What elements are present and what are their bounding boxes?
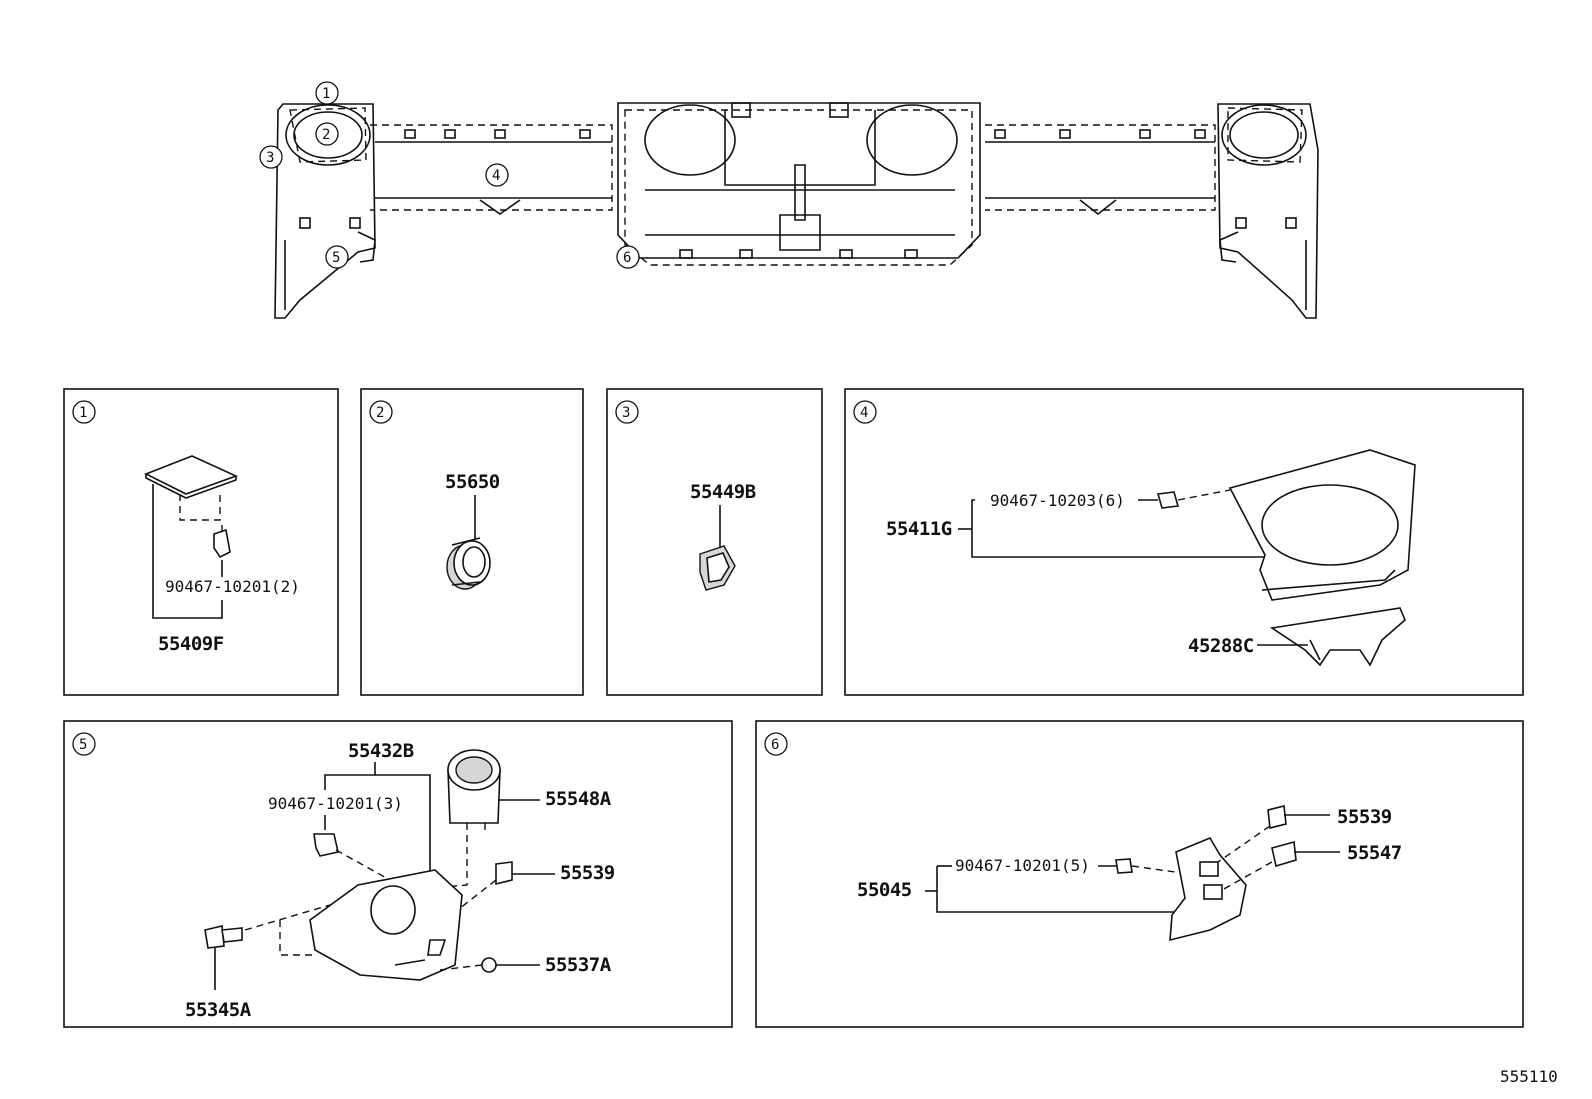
svg-text:6: 6 [623,250,631,266]
clip-icon [1156,491,1180,509]
svg-text:90467-10201(5): 90467-10201(5) [955,856,1090,875]
clip-icon [313,833,339,857]
overview-callout-6: 6 [616,245,640,269]
panel-3: 3 55449B [606,388,823,696]
vent-ring-icon [446,537,491,590]
panel-6: 6 90467-10201(5) 55045 55539 55547 [755,720,1524,1028]
svg-text:55045: 55045 [857,879,912,901]
clip-icon [1115,858,1133,874]
left-beam [370,124,613,215]
dashboard-overview: 1 2 3 4 5 6 [259,81,1319,319]
switch-icon [495,861,513,886]
svg-text:55449B: 55449B [690,481,756,503]
svg-text:55537A: 55537A [545,954,612,976]
cover-part [144,455,239,499]
svg-text:55345A: 55345A [185,999,252,1021]
svg-text:55650: 55650 [445,471,500,493]
panel-5: 5 55432B 90467-10201(3) 55548A 55539 [63,720,733,1028]
svg-text:90467-10201(3): 90467-10201(3) [268,794,403,813]
svg-text:3: 3 [266,150,274,166]
panel-2: 2 55650 [360,388,584,696]
knob-icon [481,957,497,973]
svg-text:90467-10203(6): 90467-10203(6) [990,491,1125,510]
svg-text:6: 6 [771,737,779,753]
overview-callout-1: 1 [315,81,339,105]
panel-4: 4 90467-10203(6) 55411G 45288C [844,388,1524,696]
right-end-bracket [1217,103,1319,319]
switch-icon-547 [1271,840,1297,868]
svg-text:5: 5 [79,737,87,753]
svg-text:55411G: 55411G [886,518,952,540]
trim-strip-part [1269,607,1406,667]
svg-text:55409F: 55409F [158,633,224,655]
svg-text:5: 5 [332,250,340,266]
svg-text:3: 3 [622,405,630,421]
center-frame [617,102,981,266]
svg-text:2: 2 [376,405,384,421]
overview-callout-4: 4 [485,163,509,187]
switch-bezel-part [1169,836,1247,942]
screw-icon [204,925,243,949]
svg-text:4: 4 [860,405,868,421]
svg-text:90467-10201(2): 90467-10201(2) [165,577,300,596]
lower-panel-part [309,869,463,981]
overview-callout-5: 5 [325,245,349,269]
cluster-panel-part [1228,449,1416,601]
svg-text:1: 1 [322,86,330,102]
svg-text:4: 4 [492,168,500,184]
right-beam [985,124,1216,216]
svg-text:55539: 55539 [560,862,615,884]
svg-text:55539: 55539 [1337,806,1392,828]
svg-text:45288C: 45288C [1188,635,1254,657]
overview-callout-3: 3 [259,145,283,169]
diagram-id: 555110 [1500,1067,1558,1086]
panel-1: 1 90467-10201(2) 55409F [63,388,339,696]
svg-text:55432B: 55432B [348,740,414,762]
cup-holder-part [447,749,501,824]
small-bezel-icon [699,545,736,591]
svg-text:55547: 55547 [1347,842,1402,864]
clip-icon [213,528,231,559]
svg-text:1: 1 [79,405,87,421]
left-end-bracket [274,103,376,319]
svg-text:55548A: 55548A [545,788,612,810]
overview-callout-2: 2 [315,122,339,146]
switch-icon-539 [1267,805,1287,829]
svg-text:2: 2 [322,127,330,143]
